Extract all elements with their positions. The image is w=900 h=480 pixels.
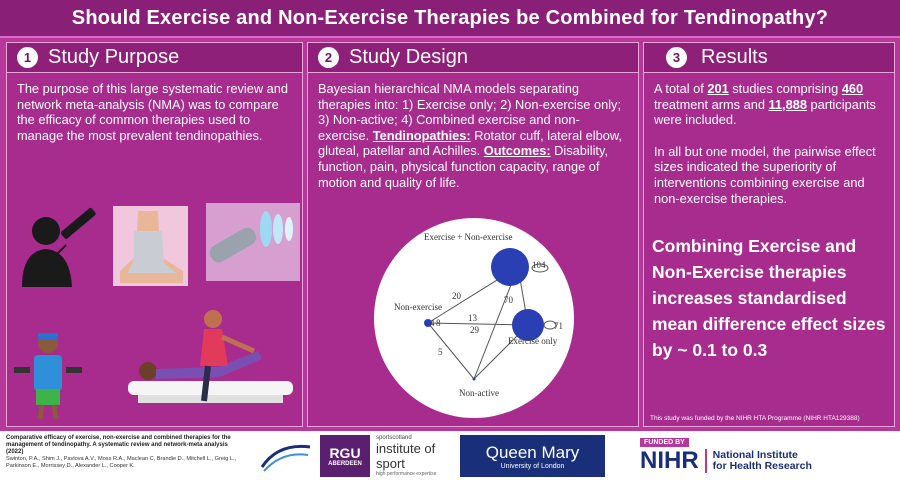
arms-count: 460 [841, 81, 864, 96]
count-combined-exercise: 70 [504, 295, 514, 305]
shockwave-device-icon [206, 203, 300, 281]
section-title: Study Purpose [48, 46, 180, 68]
sis-logo-tagline: high performance expertise [376, 471, 437, 477]
nihr-name-line-1: National Institute [712, 448, 798, 461]
citation: Comparative efficacy of exercise, non-ex… [6, 435, 246, 470]
ankle-brace-icon [113, 206, 188, 286]
design-text-2: Rotator cuff, lateral elbow, gluteal, pa… [318, 127, 622, 159]
panel-results: 3 Results A total of 201 studies compris… [643, 42, 895, 427]
therapy-illustrations [14, 203, 300, 420]
nihr-abbr: NIHR [640, 446, 699, 474]
section-title: Results [701, 46, 768, 68]
node-combined [491, 248, 529, 286]
key-finding: Combining Exercise and Non-Exercise ther… [652, 236, 886, 360]
footer-bar: Comparative efficacy of exercise, non-ex… [0, 431, 900, 480]
nihr-logo: FUNDED BY NIHR National Institute for He… [640, 435, 895, 477]
nihr-divider [704, 448, 707, 473]
nihr-logo-row: NIHR National Institute for Health Resea… [640, 447, 812, 475]
label-node-combined: Exercise + Non-exercise [424, 232, 513, 242]
sis-logo-name: institute of sport [376, 441, 436, 471]
studies-count: 201 [707, 81, 729, 96]
exercise-person-icon [14, 333, 82, 420]
panel-study-purpose: 1 Study Purpose The purpose of this larg… [6, 42, 303, 427]
results-text-3: treatment arms and [654, 96, 769, 112]
design-text-1: Bayesian hierarchical NMA models separat… [318, 81, 621, 143]
label-node-nonactive: Non-active [459, 388, 499, 398]
qm-logo-sub: University of London [500, 462, 565, 470]
count-center: 29 [470, 325, 480, 335]
physiotherapy-icon [128, 310, 293, 403]
count-left: 8 [436, 318, 441, 328]
sportscotland-logo: sportscotland institute of sport high pe… [376, 435, 458, 477]
partner-logo-icon [260, 444, 311, 472]
panel-header: 2 Study Design [308, 43, 638, 73]
rgu-logo-text: RGU [329, 445, 361, 461]
qm-logo-name: Queen Mary [485, 442, 580, 462]
nihr-full-name: National Institute for Health Research [712, 448, 812, 472]
results-text-2: studies comprising [728, 81, 842, 96]
panel-study-design: 2 Study Design Bayesian hierarchical NMA… [307, 42, 639, 427]
tendinopathies-label: Tendinopathies: [372, 127, 471, 143]
funded-by-label: FUNDED BY [640, 437, 689, 447]
purpose-text: The purpose of this large systematic rev… [17, 81, 288, 143]
node-nonactive [472, 377, 476, 381]
count-exercise-self: 71 [554, 321, 563, 331]
section-title: Study Design [349, 46, 468, 68]
queen-mary-logo: Queen Mary University of London [460, 435, 605, 477]
rgu-logo: RGU ABERDEEN [320, 435, 370, 477]
participants-count: 11,888 [768, 96, 807, 112]
results-superiority: In all but one model, the pairwise effec… [654, 143, 876, 206]
network-diagram: Exercise + Non-exercise Non-exercise Exe… [374, 218, 574, 418]
design-text-3: Disability, function, pain, physical fun… [318, 143, 608, 190]
nihr-name-line-2: for Health Research [712, 459, 812, 472]
count-nonexercise-x: 4 [430, 318, 435, 328]
header-bar: Should Exercise and Non-Exercise Therapi… [0, 0, 900, 38]
results-text-4: participants were included. [654, 96, 876, 128]
node-exercise [512, 309, 544, 341]
panel-header: 1 Study Purpose [7, 43, 302, 73]
sis-logo-brand: sportscotland [376, 435, 412, 441]
page-title: Should Exercise and Non-Exercise Therapi… [71, 6, 829, 29]
citation-title: Comparative efficacy of exercise, non-ex… [6, 435, 231, 455]
count-combined-self: 104 [532, 260, 546, 270]
count-nonexercise-nonactive: 5 [438, 347, 443, 357]
results-summary: A total of 201 studies comprising 460 tr… [644, 73, 894, 128]
label-node-nonexercise: Non-exercise [394, 302, 442, 312]
injection-icon [22, 207, 96, 287]
funding-note: This study was funded by the NIHR HTA Pr… [650, 415, 860, 422]
count-combined-nonexercise: 20 [452, 291, 462, 301]
results-text-1: A total of [654, 81, 708, 96]
node-nonexercise [424, 319, 432, 327]
section-number: 3 [666, 47, 687, 68]
section-number: 1 [17, 47, 38, 68]
count-nonexercise-exercise: 13 [468, 313, 478, 323]
panel-header: 3 Results [644, 43, 894, 73]
outcomes-label: Outcomes: [483, 143, 551, 159]
citation-authors: Swinton, P.A., Shim J., Pavlova A.V., Mo… [6, 456, 237, 469]
label-node-exercise: Exercise only [508, 336, 558, 346]
rgu-logo-subtext: ABERDEEN [328, 461, 362, 467]
design-text: Bayesian hierarchical NMA models separat… [308, 73, 638, 190]
section-number: 2 [318, 47, 339, 68]
